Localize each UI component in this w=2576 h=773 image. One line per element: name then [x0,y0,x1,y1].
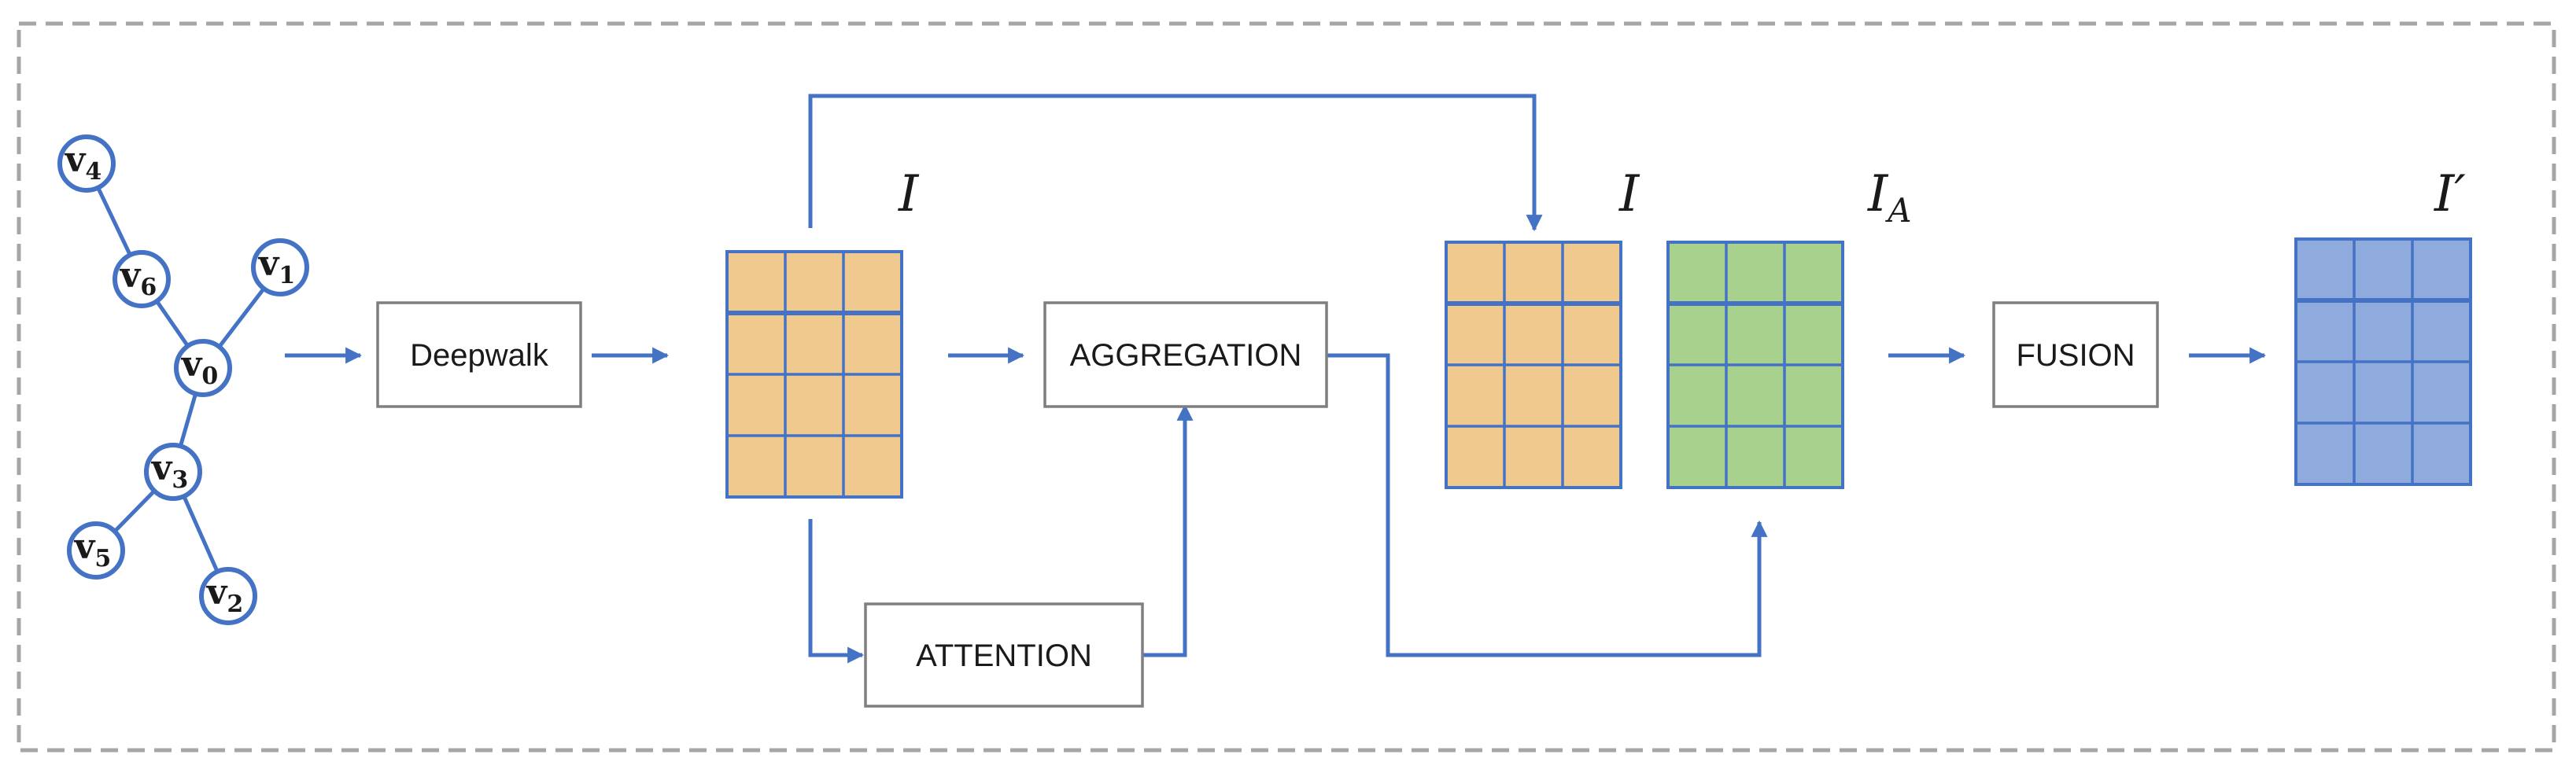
aggregated-matrix-cell-0-0 [1668,242,1726,304]
node-label-v2: v2 [206,572,243,618]
aggregated-matrix-cell-0-1 [1726,242,1784,304]
embedding-copy-matrix-cell-0-0 [1446,242,1504,304]
graph-node-v4: v4 [57,134,116,193]
embedding-matrix-cell-3-1 [785,436,843,497]
embedding-matrix [725,250,903,499]
embedding-copy-matrix-cell-1-1 [1504,304,1563,365]
embedding-matrix-cell-2-2 [843,374,902,436]
node-label-v3: v3 [151,448,188,494]
embedding-matrix-cell-3-0 [727,436,785,497]
arrow-matrix-to-attention [808,519,865,664]
embedding-copy-matrix-cell-1-0 [1446,304,1504,365]
aggregated-matrix-label: IA [1867,165,1912,230]
graph-node-v1: v1 [251,238,309,296]
aggregated-matrix-cell-2-2 [1784,365,1843,426]
aggregated-matrix-cell-1-2 [1784,304,1843,365]
fused-matrix-cell-1-2 [2412,300,2471,362]
graph-node-v3: v3 [144,443,202,501]
fused-matrix-cell-3-2 [2412,423,2471,484]
fusion-box: FUSION [1992,301,2159,408]
node-label-v1: v1 [258,244,295,289]
aggregation-label: AGGREGATION [1070,338,1302,373]
fused-matrix-label: I′ [2434,165,2466,223]
aggregated-matrix [1666,241,1844,489]
fused-matrix [2294,237,2472,486]
embedding-matrix-cell-3-2 [843,436,902,497]
embedding-matrix-cell-0-1 [785,252,843,313]
embedding-matrix-cell-2-0 [727,374,785,436]
flow-arrows [285,94,2267,664]
embedding-matrix-cell-0-0 [727,252,785,313]
embedding-copy-matrix-cell-3-2 [1563,426,1621,488]
aggregated-matrix-cell-3-1 [1726,426,1784,488]
graph-node-v5: v5 [67,521,125,580]
deepwalk-box: Deepwalk [376,301,582,408]
embedding-copy-matrix-cell-3-1 [1504,426,1563,488]
graph-nodes: v4 v6 v1 v0 v3 v5 v2 [57,134,309,625]
embedding-copy-matrix-cell-2-2 [1563,365,1621,426]
arrow-attention-to-aggregation [1142,403,1194,657]
aggregated-matrix-cell-2-1 [1726,365,1784,426]
graph-node-v0: v0 [174,339,232,397]
attention-label: ATTENTION [916,639,1092,673]
fused-matrix-cell-2-1 [2354,362,2412,423]
fused-matrix-cell-2-0 [2296,362,2354,423]
embedding-copy-matrix-cell-2-1 [1504,365,1563,426]
embedding-copy-matrix-cell-0-2 [1563,242,1621,304]
node-label-v4: v4 [65,140,101,186]
fused-matrix-cell-0-2 [2412,239,2471,300]
embedding-matrix-cell-1-1 [785,313,843,374]
embedding-matrix-cell-1-2 [843,313,902,374]
node-label-v5: v5 [74,527,111,572]
arrow-skip-to-copy [808,94,1543,232]
fused-matrix-cell-1-1 [2354,300,2412,362]
embedding-copy-matrix-cell-0-1 [1504,242,1563,304]
attention-box: ATTENTION [864,602,1144,708]
deepwalk-label: Deepwalk [410,338,549,373]
embedding-matrix-label: I [898,165,920,223]
aggregated-matrix-cell-2-0 [1668,365,1726,426]
aggregated-matrix-cell-1-1 [1726,304,1784,365]
embedding-copy-matrix-cell-1-2 [1563,304,1621,365]
fusion-label: FUSION [2016,338,2135,373]
fused-matrix-cell-3-1 [2354,423,2412,484]
embedding-copy-matrix-cell-3-0 [1446,426,1504,488]
aggregated-matrix-cell-3-0 [1668,426,1726,488]
fused-matrix-cell-0-0 [2296,239,2354,300]
node-label-v6: v6 [120,256,157,301]
embedding-matrix-copy [1445,241,1622,489]
fused-matrix-cell-0-1 [2354,239,2412,300]
embedding-matrix-cell-1-0 [727,313,785,374]
graph-node-v6: v6 [113,250,171,308]
fused-matrix-cell-2-2 [2412,362,2471,423]
aggregation-box: AGGREGATION [1043,301,1328,408]
fused-matrix-cell-1-0 [2296,300,2354,362]
embedding-matrix-cell-0-2 [843,252,902,313]
fused-matrix-cell-3-0 [2296,423,2354,484]
graph-node-v2: v2 [199,567,257,625]
aggregated-matrix-cell-3-2 [1784,426,1843,488]
embedding-copy-matrix-cell-2-0 [1446,365,1504,426]
outer-frame [17,21,2556,753]
node-label-v0: v0 [181,344,218,390]
arrow-aggregation-to-ia [1327,353,1768,657]
embedding-copy-label: I [1618,165,1640,223]
embedding-matrix-cell-2-1 [785,374,843,436]
aggregated-matrix-cell-0-2 [1784,242,1843,304]
aggregated-matrix-cell-1-0 [1668,304,1726,365]
